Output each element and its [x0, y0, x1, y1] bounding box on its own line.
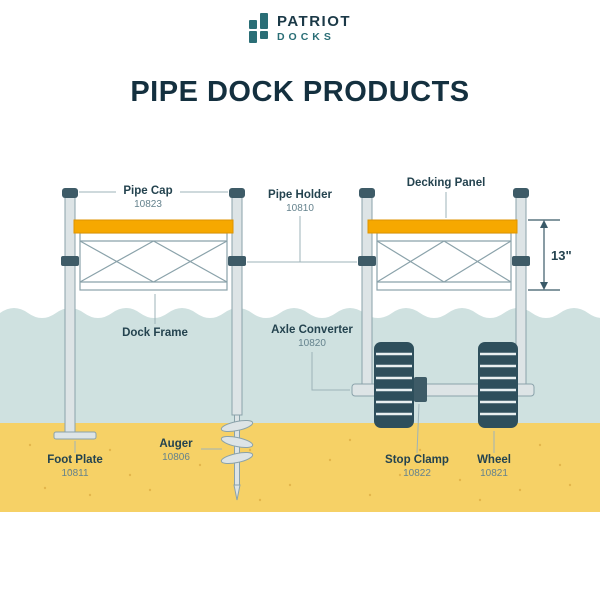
pipe-cap — [359, 188, 375, 198]
pipe-holder-bracket — [61, 256, 79, 266]
foot-plate-part-number: 10811 — [61, 468, 89, 479]
dock-frame — [79, 232, 228, 291]
stop-clamp-label: Stop Clamp — [385, 454, 449, 466]
logo-brand-text: PATRIOT — [276, 13, 352, 30]
axle-converter-part-number: 10820 — [298, 338, 326, 349]
right-dock-illustration: 13" — [351, 188, 572, 428]
decking-panel-label: Decking Panel — [407, 177, 486, 189]
wheel-tread — [480, 352, 516, 416]
wheel-label-group: Wheel 10821 — [477, 431, 511, 479]
foot-plate — [53, 431, 97, 440]
pipe-dock-diagram: 13" Pipe Cap 10823 Pipe Holder 10810 Dec… — [0, 177, 600, 512]
dock-frame — [376, 232, 512, 291]
wheel — [478, 342, 518, 428]
pipe-holder-part-number: 10810 — [286, 203, 314, 214]
height-dimension-label: 13" — [551, 248, 572, 263]
pipe-holder-bracket — [228, 256, 246, 266]
wheel-label: Wheel — [477, 454, 511, 466]
part-labels: Pipe Cap 10823 Pipe Holder 10810 Decking… — [47, 177, 511, 479]
pipe-cap — [62, 188, 78, 198]
axle-converter-label-group: Axle Converter 10820 — [271, 324, 353, 391]
decking-panel-label-group: Decking Panel — [407, 177, 486, 218]
pipe-cap-label-group: Pipe Cap 10823 — [79, 185, 228, 210]
decking-panel — [367, 219, 518, 234]
left-dock-illustration — [53, 188, 254, 501]
patriot-docks-logo-icon — [248, 13, 268, 43]
auger-part-number: 10806 — [162, 452, 190, 463]
dock-frame-label-group: Dock Frame — [122, 294, 188, 339]
pipe-cap-part-number: 10823 — [134, 199, 162, 210]
stop-clamp-part-number: 10822 — [403, 468, 431, 479]
height-dimension: 13" — [528, 219, 572, 291]
pipe-holder-label-group: Pipe Holder 10810 — [247, 189, 357, 263]
logo-sub-text: DOCKS — [276, 31, 335, 43]
pipe-holder-bracket — [358, 256, 376, 266]
auger — [220, 414, 254, 501]
sand — [0, 423, 600, 512]
stop-clamp — [414, 377, 427, 402]
wheel-tread — [376, 352, 412, 416]
pipe-cap-label: Pipe Cap — [123, 185, 172, 197]
sand-texture — [28, 438, 572, 502]
decking-panel — [73, 219, 234, 234]
page-title: PIPE DOCK PRODUCTS — [130, 76, 470, 108]
foot-plate-label: Foot Plate — [47, 454, 103, 466]
brand-logo: PATRIOT DOCKS — [0, 13, 600, 43]
wheel — [374, 342, 414, 428]
stop-clamp-label-group: Stop Clamp 10822 — [385, 403, 449, 479]
wheel-part-number: 10821 — [480, 468, 508, 479]
dock-frame-label: Dock Frame — [122, 327, 188, 339]
pipe-holder-label: Pipe Holder — [268, 189, 332, 201]
logo-text: PATRIOT DOCKS — [277, 13, 351, 43]
pipe-cap — [513, 188, 529, 198]
auger-label-group: Auger 10806 — [159, 438, 222, 463]
pipe-holder-bracket — [512, 256, 530, 266]
foot-plate-label-group: Foot Plate 10811 — [47, 441, 103, 479]
pipe-cap — [229, 188, 245, 198]
auger-label: Auger — [159, 438, 193, 450]
axle-converter-label: Axle Converter — [271, 324, 353, 336]
